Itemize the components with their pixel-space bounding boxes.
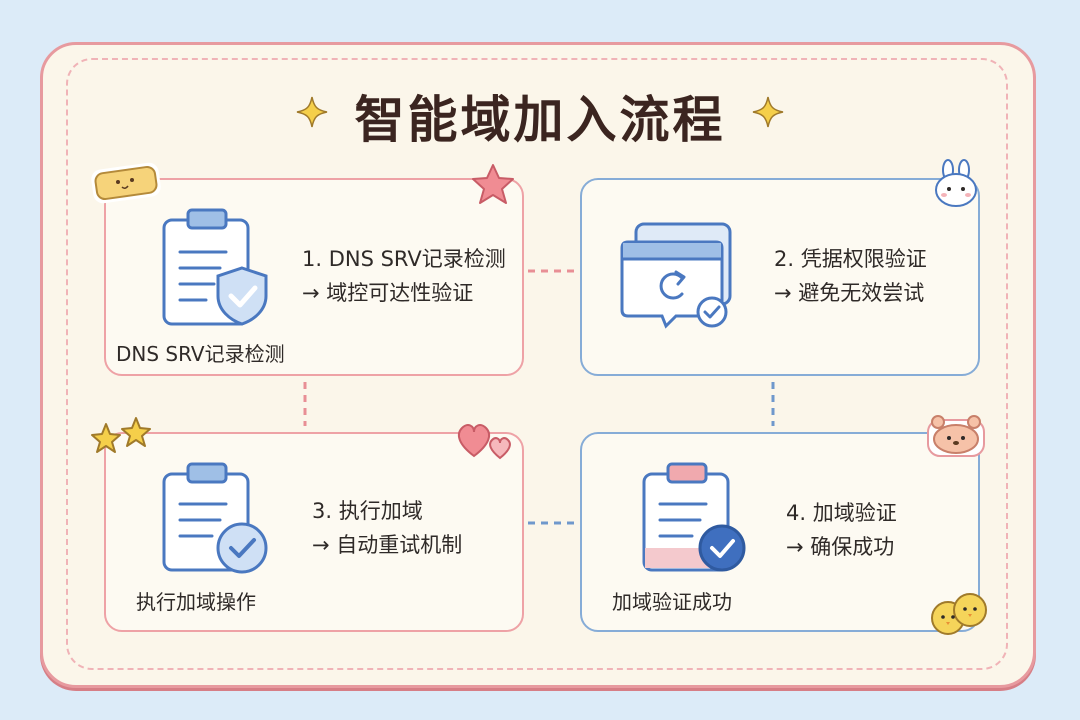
stars-sticker-icon — [91, 417, 151, 453]
star-sticker-icon — [472, 164, 514, 204]
sparkle-right-icon — [752, 96, 784, 128]
bunny-sticker-icon — [935, 159, 977, 207]
clipboard-shield-check-icon — [162, 208, 268, 326]
step-4-title: 4. 加域验证 — [786, 501, 897, 525]
step-4-caption: 加域验证成功 — [612, 590, 732, 614]
connector-2-4 — [771, 382, 775, 426]
clipboard-check-icon — [642, 462, 746, 572]
step-1-title: 1. DNS SRV记录检测 — [302, 247, 506, 271]
hearts-sticker-icon — [457, 424, 511, 460]
step-4-detail: → 确保成功 — [786, 535, 895, 559]
connector-1-2 — [528, 269, 576, 273]
step-3-detail: → 自动重试机制 — [312, 533, 463, 557]
step-2-title: 2. 凭据权限验证 — [774, 247, 927, 271]
step-3-title: 3. 执行加域 — [312, 499, 423, 523]
clipboard-check-icon — [162, 462, 268, 574]
inner-dashed-border — [66, 58, 1008, 670]
step-2-detail: → 避免无效尝试 — [774, 281, 925, 305]
connector-1-3 — [303, 382, 307, 426]
bear-sticker-icon — [927, 415, 985, 457]
step-1-caption: DNS SRV记录检测 — [116, 342, 285, 366]
biscuit-sticker-icon — [91, 162, 161, 204]
step-3-card: 3. 执行加域 → 自动重试机制 执行加域操作 — [104, 432, 524, 632]
step-1-detail: → 域控可达性验证 — [302, 281, 474, 305]
page-title: 智能域加入流程 — [354, 91, 726, 149]
step-4-card: 4. 加域验证 → 确保成功 加域验证成功 — [580, 432, 980, 632]
step-1-card: 1. DNS SRV记录检测 → 域控可达性验证 DNS SRV记录检测 — [104, 178, 524, 376]
refresh-window-check-icon — [620, 222, 732, 329]
step-2-card: 2. 凭据权限验证 → 避免无效尝试 — [580, 178, 980, 376]
connector-3-4 — [528, 521, 576, 525]
chick-sticker-icon — [931, 593, 987, 635]
step-3-caption: 执行加域操作 — [136, 590, 256, 614]
sparkle-left-icon — [296, 96, 328, 128]
